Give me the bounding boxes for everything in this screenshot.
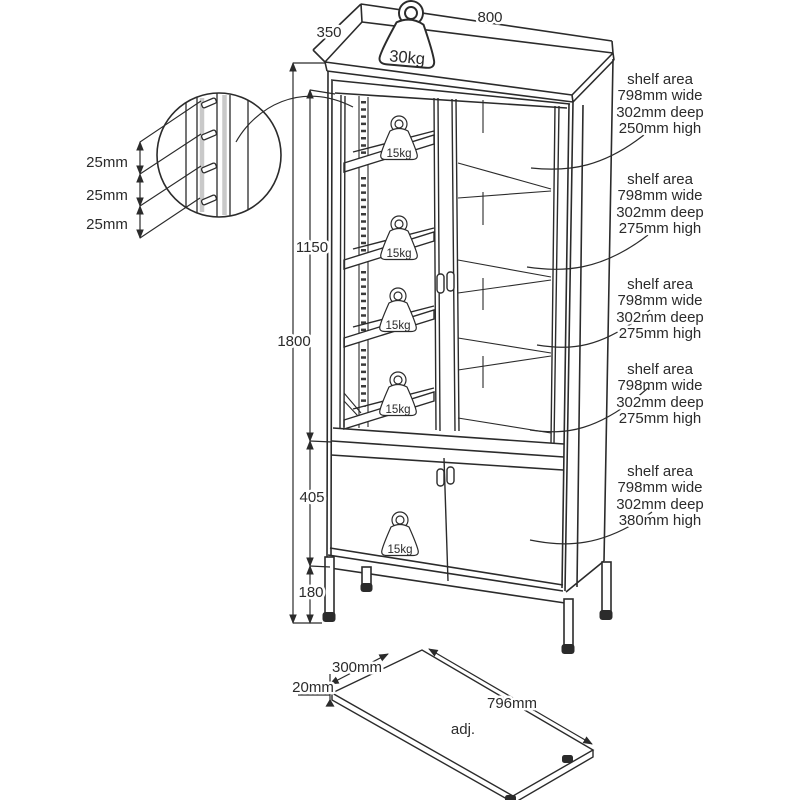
pin-slots [200, 97, 217, 206]
annotation-line: 380mm high [619, 512, 702, 529]
shelf-thickness-label: 20mm [292, 679, 334, 696]
shelf-annotation-5: shelf area 798mm wide 302mm deep 380mm h… [616, 463, 704, 532]
pitch-label-1: 25mm [86, 154, 128, 171]
dim-top-width: 800 [477, 9, 502, 26]
annotation-line: 798mm wide [617, 87, 702, 104]
annotation-line: 302mm deep [616, 104, 704, 121]
detail-circle-leader [235, 95, 354, 143]
annotation-line: shelf area [627, 171, 694, 188]
detail-shading [199, 95, 227, 215]
shelves [343, 130, 435, 430]
shelf-annotations: shelf area 798mm wide 302mm deep 250mm h… [614, 71, 707, 532]
max-load-label: 30kg [388, 47, 425, 68]
shelves-through-glass [457, 100, 552, 434]
shelf-annotation-2: shelf area 798mm wide 302mm deep 275mm h… [616, 171, 704, 240]
dim-leg-height: 180 [298, 584, 323, 601]
max-load-weight-icon: 30kg [378, 0, 436, 69]
door-handles [436, 271, 455, 487]
annotation-line: 302mm deep [616, 204, 704, 221]
shelf-load-label: 15kg [386, 404, 411, 416]
shelf-annotation-1: shelf area 798mm wide 302mm deep 250mm h… [616, 71, 704, 140]
annotation-line: 302mm deep [616, 394, 704, 411]
cabinet-legs [322, 556, 613, 654]
detail-panel-edges [185, 93, 249, 217]
annotation-line: 275mm high [619, 220, 702, 237]
shelf-load-label: 15kg [388, 544, 413, 556]
shelf-feet [505, 755, 573, 800]
dim-glass-height: 1150 [296, 239, 328, 256]
annotation-line: 798mm wide [617, 479, 702, 496]
height-dimensions [289, 62, 336, 624]
shelf-width-label: 796mm [487, 695, 537, 712]
shelf-load-label: 15kg [387, 148, 412, 160]
detail-circle: 25mm 25mm 25mm [84, 92, 354, 239]
slot-leader-lines [139, 100, 202, 239]
shelf-adjustable-label: adj. [451, 721, 475, 738]
dim-top-depth: 350 [316, 24, 341, 41]
shelf-load-weights: 15kg 15kg 15kg 15kg 15kg [379, 115, 419, 557]
dim-total-height: 1800 [277, 333, 310, 350]
annotation-line: 275mm high [619, 325, 702, 342]
pitch-label-2: 25mm [86, 187, 128, 204]
shelf-dimensions [298, 648, 593, 745]
shelf-depth-label: 300mm [332, 659, 382, 676]
annotation-line: 798mm wide [617, 377, 702, 394]
annotation-line: 302mm deep [616, 309, 704, 326]
annotation-line: 798mm wide [617, 292, 702, 309]
glass-doors [339, 94, 560, 445]
dim-cabinet-height: 405 [299, 489, 324, 506]
annotation-line: shelf area [627, 361, 694, 378]
annotation-line: 250mm high [619, 120, 702, 137]
annotation-line: 302mm deep [616, 496, 704, 513]
annotation-line: shelf area [627, 276, 694, 293]
pitch-label-3: 25mm [86, 216, 128, 233]
shelf-load-label: 15kg [387, 248, 412, 260]
adjustable-shelf-diagram: 300mm 20mm 796mm adj. [290, 648, 595, 800]
annotation-line: shelf area [627, 71, 694, 88]
annotation-line: 798mm wide [617, 187, 702, 204]
cabinet-outline [312, 3, 615, 604]
annotation-leaders [526, 129, 653, 545]
annotation-line: shelf area [627, 463, 694, 480]
shelf-load-label: 15kg [386, 320, 411, 332]
annotation-line: 275mm high [619, 410, 702, 427]
shelf-annotation-4: shelf area 798mm wide 302mm deep 275mm h… [614, 361, 707, 430]
shelf-annotation-3: shelf area 798mm wide 302mm deep 275mm h… [614, 276, 707, 345]
